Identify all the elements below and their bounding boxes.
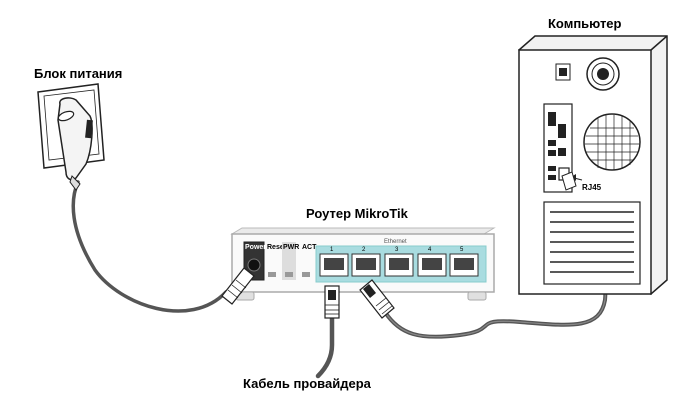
router-act-label: ACT [302,244,317,251]
router-label: Роутер MikroTik [306,206,408,221]
router-power-label: Power [245,244,266,251]
port-number-3: 3 [395,247,399,253]
port-number-1: 1 [330,247,334,253]
dc-power-plug [221,267,255,305]
port-number-4: 4 [428,247,432,253]
router-reset-label: Reset [267,244,287,251]
power-supply-label: Блок питания [34,66,123,81]
port-number-2: 2 [362,247,366,253]
pc-rj45-plug [561,171,577,191]
lan-rj45-plug [359,279,395,319]
router-pwr-label: PWR [283,244,299,251]
computer-tower: RJ45 [518,35,668,296]
computer-label: Компьютер [548,16,622,31]
port-number-5: 5 [460,247,464,253]
isp-rj45-plug [324,285,340,319]
router: Power Reset PWR ACT Ethernet 1 2 3 4 5 [230,227,496,301]
power-cable [71,180,228,313]
isp-cable [315,315,335,379]
power-adapter [37,83,105,191]
isp-cable-label: Кабель провайдера [243,376,371,391]
ethernet-label: Ethernet [384,239,407,245]
rj45-label: RJ45 [582,183,602,192]
